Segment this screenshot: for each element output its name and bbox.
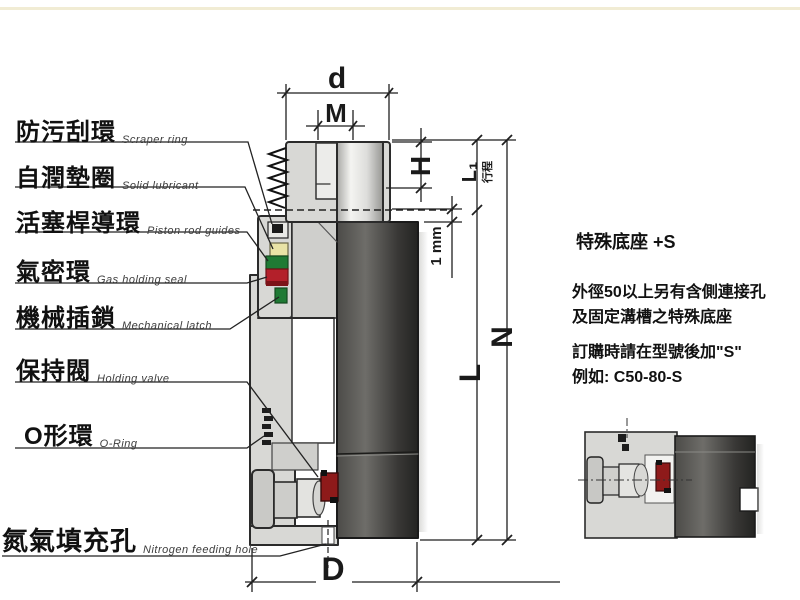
part-label-piston-rod-guides: 活塞桿導環 Piston rod guides [16, 203, 241, 238]
part-label-zh: 氣密環 [16, 259, 91, 286]
main-cylinder-body [249, 141, 428, 546]
part-label-en: Solid lubricant [122, 180, 199, 192]
part-label-en: Nitrogen feeding hole [143, 544, 259, 556]
dim-label-L1: L₁ [459, 162, 481, 183]
part-label-zh: 氮氣填充孔 [2, 526, 138, 556]
special-base-note-line4: 例如: C50-80-S [572, 369, 683, 386]
scraper-ring-part [272, 224, 283, 233]
part-label-nitrogen-feeding-hole: 氮氣填充孔 Nitrogen feeding hole [2, 521, 258, 558]
o-ring-part [262, 408, 273, 445]
part-label-zh: 自潤墊圈 [16, 165, 116, 192]
mechanical-latch-part [274, 287, 288, 304]
nitrogen-filling-hole [321, 520, 335, 568]
part-label-holding-valve: 保持閥 Holding valve [16, 351, 170, 386]
part-label-en: O-Ring [99, 438, 138, 450]
special-base-mini-diagram [578, 418, 764, 539]
part-label-o-ring: O形環 O-Ring [24, 416, 138, 451]
dim-label-L: L [454, 364, 487, 382]
part-label-en: Holding valve [97, 373, 170, 385]
holding-valve-assembly [251, 469, 339, 529]
dim-label-d: d [328, 62, 346, 95]
special-base-note-line3: 訂購時請在型號後加"S" [572, 344, 742, 361]
dim-label-H: H [405, 156, 436, 176]
part-label-en: Mechanical latch [122, 320, 212, 332]
dim-label-N: N [486, 326, 519, 348]
dim-label-stroke: 行程 [480, 161, 494, 184]
special-base-note-line2: 及固定溝槽之特殊底座 [572, 309, 733, 326]
label-leader-lines [2, 141, 327, 557]
part-label-solid-lubricant: 自潤墊圈 Solid lubricant [16, 158, 199, 193]
seal-stack [265, 221, 289, 304]
part-label-zh: 保持閥 [16, 358, 91, 385]
part-label-zh: 活塞桿導環 [16, 210, 141, 237]
part-label-scraper-ring: 防污刮環 Scraper ring [16, 112, 188, 147]
part-label-zh: 防污刮環 [16, 119, 116, 146]
part-label-en: Gas holding seal [97, 274, 187, 286]
dimension-lines [245, 84, 560, 592]
special-base-note-line1: 外徑50以上另有含側連接孔 [572, 284, 766, 301]
solid-lubricant-part [269, 242, 289, 257]
dim-label-1mm: 1 mm [428, 226, 445, 265]
dim-label-M: M [325, 98, 347, 128]
top-accent-line [0, 7, 800, 10]
part-label-zh: O形環 [24, 423, 94, 450]
part-label-en: Piston rod guides [147, 225, 241, 237]
part-label-gas-holding-seal: 氣密環 Gas holding seal [16, 252, 187, 287]
dim-label-D: D [321, 551, 344, 587]
piston-rod-guide-part [265, 255, 289, 270]
part-label-mechanical-latch: 機械插鎖 Mechanical latch [16, 298, 212, 333]
part-label-zh: 機械插鎖 [16, 305, 116, 332]
special-base-note: 特殊底座 +S 外徑50以上另有含側連接孔 及固定溝槽之特殊底座 訂購時請在型號… [572, 228, 797, 390]
spring-zigzag [265, 147, 291, 209]
fixing-groove-notch [739, 487, 759, 512]
special-base-note-title: 特殊底座 +S [576, 232, 676, 252]
valve-seal-part [320, 472, 339, 502]
part-label-en: Scraper ring [122, 134, 188, 146]
